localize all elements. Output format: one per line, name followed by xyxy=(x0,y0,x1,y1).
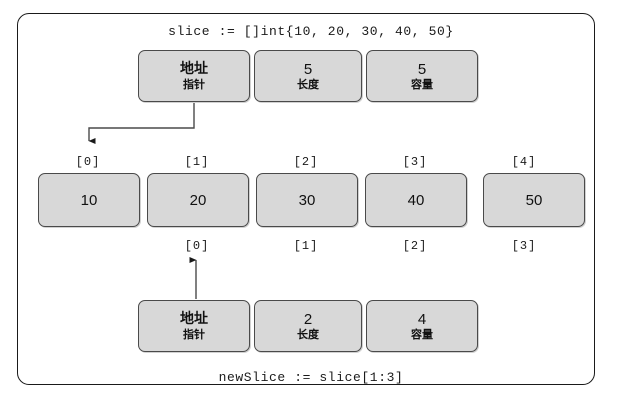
slice-header-length-label: 长度 xyxy=(297,77,319,91)
array-index-top-4: [4] xyxy=(511,155,537,169)
slice-header-capacity-box: 5 容量 xyxy=(366,50,478,102)
slice-header-capacity-value: 5 xyxy=(417,60,427,78)
array-cell-0: 10 xyxy=(38,173,140,227)
slice-header-length-value: 5 xyxy=(303,60,313,78)
array-cell-2: 30 xyxy=(256,173,358,227)
newslice-header-capacity-value: 4 xyxy=(417,310,427,328)
array-cell-1: 20 xyxy=(147,173,249,227)
array-cell-3: 40 xyxy=(365,173,467,227)
newslice-header-length-value: 2 xyxy=(303,310,313,328)
array-index-top-3: [3] xyxy=(402,155,428,169)
array-index-top-1: [1] xyxy=(184,155,210,169)
newslice-header-pointer-value: 地址 xyxy=(180,310,208,327)
array-index-bottom-2: [2] xyxy=(402,239,428,253)
slice-header-pointer-value: 地址 xyxy=(180,60,208,77)
array-index-top-0: [0] xyxy=(75,155,101,169)
newslice-header-pointer-label: 指针 xyxy=(183,327,205,341)
slice-header-length-box: 5 长度 xyxy=(254,50,362,102)
diagram-frame xyxy=(17,13,595,385)
array-cell-4: 50 xyxy=(483,173,585,227)
newslice-header-pointer-box: 地址 指针 xyxy=(138,300,250,352)
slice-header-pointer-box: 地址 指针 xyxy=(138,50,250,102)
slice-header-capacity-label: 容量 xyxy=(411,77,433,91)
array-index-bottom-1: [1] xyxy=(293,239,319,253)
array-index-bottom-3: [3] xyxy=(511,239,537,253)
newslice-header-length-box: 2 长度 xyxy=(254,300,362,352)
array-index-top-2: [2] xyxy=(293,155,319,169)
array-index-bottom-0: [0] xyxy=(184,239,210,253)
slice-header-pointer-label: 指针 xyxy=(183,77,205,91)
bottom-caption: newSlice := slice[1:3] xyxy=(218,370,404,385)
top-caption: slice := []int{10, 20, 30, 40, 50} xyxy=(168,24,454,39)
newslice-header-capacity-box: 4 容量 xyxy=(366,300,478,352)
newslice-header-length-label: 长度 xyxy=(297,327,319,341)
newslice-header-capacity-label: 容量 xyxy=(411,327,433,341)
